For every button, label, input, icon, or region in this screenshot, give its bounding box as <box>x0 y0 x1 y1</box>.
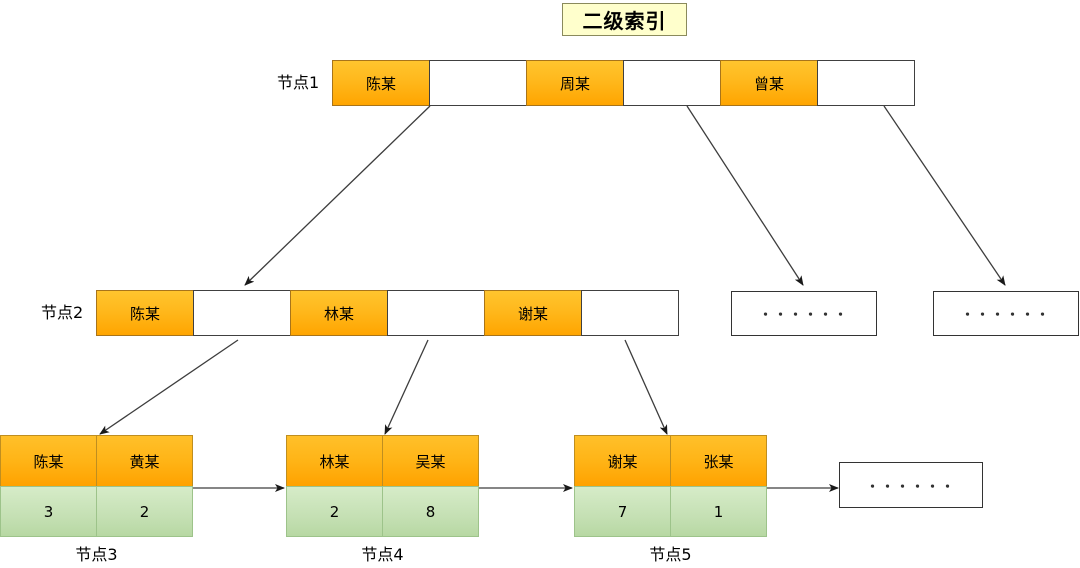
node5-label: 节点5 <box>649 545 692 564</box>
node3-key-1[interactable]: 陈某 <box>0 435 97 487</box>
node1-cell-pointer-2[interactable] <box>623 60 721 106</box>
node1-cell-pointer-1[interactable] <box>429 60 527 106</box>
node3[interactable]: 陈某 黄某 3 2 <box>0 435 193 537</box>
node3-label: 节点3 <box>75 545 118 564</box>
node4-label: 节点4 <box>361 545 404 564</box>
node4-key-2[interactable]: 吴某 <box>382 435 479 487</box>
node2-cell-pointer-2[interactable] <box>387 290 485 336</box>
node4-values-row: 2 8 <box>286 486 479 537</box>
node5-key-1[interactable]: 谢某 <box>574 435 671 487</box>
node2-cell-key-3[interactable]: 谢某 <box>484 290 582 336</box>
ellipsis-box-c: ・・・・・・ <box>839 462 983 508</box>
node4-value-1[interactable]: 2 <box>286 486 383 537</box>
node5-value-1[interactable]: 7 <box>574 486 671 537</box>
node3-value-2[interactable]: 2 <box>96 486 193 537</box>
node5-keys-row: 谢某 张某 <box>574 435 767 487</box>
node5-values-row: 7 1 <box>574 486 767 537</box>
node4[interactable]: 林某 吴某 2 8 <box>286 435 479 537</box>
node1-label: 节点1 <box>277 73 320 92</box>
node3-value-1[interactable]: 3 <box>0 486 97 537</box>
node4-keys-row: 林某 吴某 <box>286 435 479 487</box>
page-title: 二级索引 <box>562 3 687 36</box>
node1[interactable]: 陈某 周某 曾某 <box>332 60 915 106</box>
node4-value-2[interactable]: 8 <box>382 486 479 537</box>
node3-key-2[interactable]: 黄某 <box>96 435 193 487</box>
node5[interactable]: 谢某 张某 7 1 <box>574 435 767 537</box>
node2[interactable]: 陈某 林某 谢某 <box>96 290 679 336</box>
node1-cell-key-1[interactable]: 陈某 <box>332 60 430 106</box>
node3-values-row: 3 2 <box>0 486 193 537</box>
node3-keys-row: 陈某 黄某 <box>0 435 193 487</box>
node2-cell-pointer-3[interactable] <box>581 290 679 336</box>
ellipsis-box-a: ・・・・・・ <box>731 291 877 336</box>
node2-cell-key-1[interactable]: 陈某 <box>96 290 194 336</box>
node1-cell-pointer-3[interactable] <box>817 60 915 106</box>
node2-cell-key-2[interactable]: 林某 <box>290 290 388 336</box>
node5-value-2[interactable]: 1 <box>670 486 767 537</box>
node1-cell-key-3[interactable]: 曾某 <box>720 60 818 106</box>
node4-key-1[interactable]: 林某 <box>286 435 383 487</box>
ellipsis-box-b: ・・・・・・ <box>933 291 1079 336</box>
node2-label: 节点2 <box>41 303 84 322</box>
node1-cell-key-2[interactable]: 周某 <box>526 60 624 106</box>
node5-key-2[interactable]: 张某 <box>670 435 767 487</box>
node2-cell-pointer-1[interactable] <box>193 290 291 336</box>
